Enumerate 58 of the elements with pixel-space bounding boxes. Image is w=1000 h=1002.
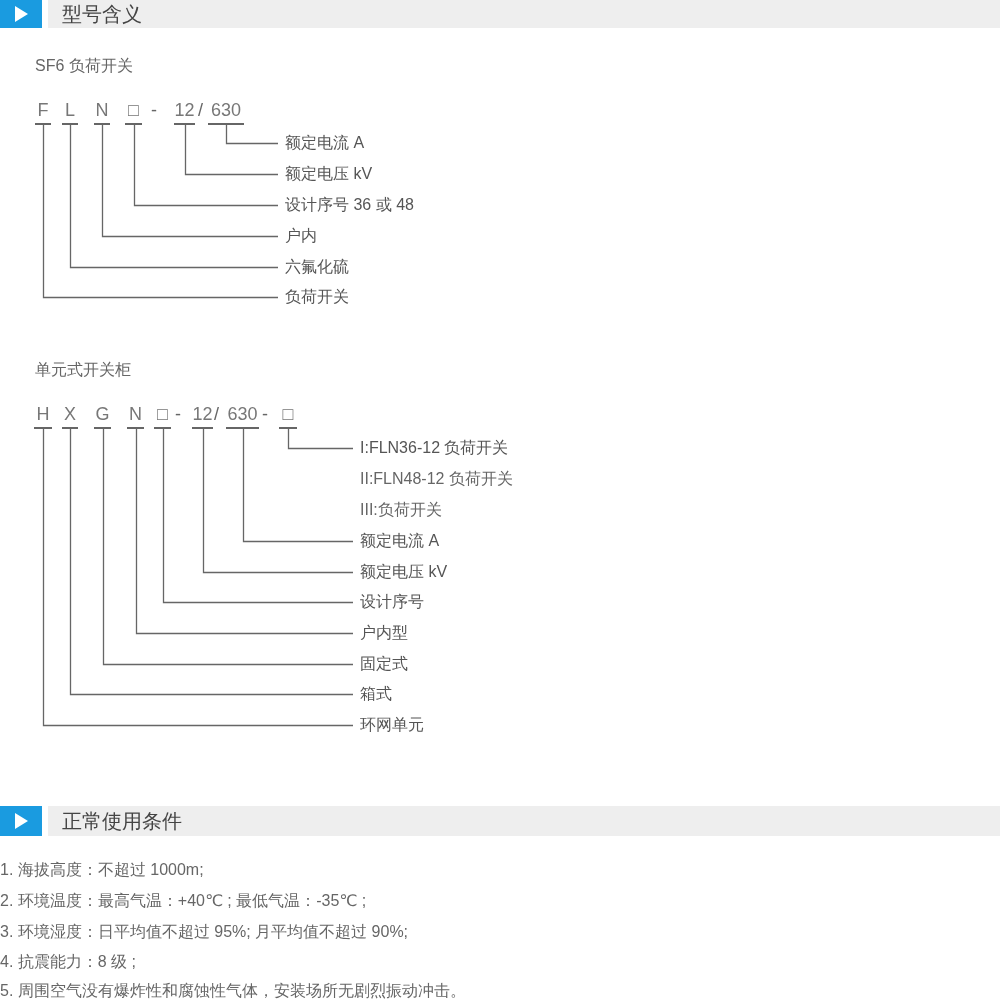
code-meaning-text: 设计序号 (353, 592, 424, 612)
code-character: □ (154, 403, 171, 429)
code-meaning-text: 设计序号 36 或 48 (278, 195, 414, 215)
condition-text: 5. 周围空气没有爆炸性和腐蚀性气体，安装场所无剧烈振动冲击。 (0, 981, 466, 1001)
code-meaning-text: 户内型 (353, 623, 408, 643)
code-character: 12 (174, 99, 195, 125)
code-meaning-text: 额定电流 A (278, 133, 365, 153)
code-character: □ (125, 99, 142, 125)
code-character: L (62, 99, 78, 125)
code-meaning-text: 环网单元 (353, 715, 424, 735)
code-meaning-text: 户内 (278, 226, 317, 246)
code-character: 630 (226, 403, 259, 429)
leader-line (42, 427, 354, 727)
leader-line (287, 427, 354, 450)
condition-text: 3. 环境湿度：日平均值不超过 95%; 月平均值不超过 90%; (0, 922, 409, 942)
leader-line (184, 123, 279, 176)
section-subtitle: SF6 负荷开关 (35, 56, 133, 76)
leader-line (133, 123, 279, 207)
code-character: H (34, 403, 52, 429)
code-separator: / (198, 100, 203, 120)
code-separator: - (175, 404, 181, 424)
code-character: N (127, 403, 144, 429)
section-header-bar: 型号含义 (48, 0, 1000, 28)
leader-line (69, 427, 354, 696)
code-separator: - (262, 404, 268, 424)
code-character: X (62, 403, 78, 429)
code-character: G (94, 403, 111, 429)
leader-line (69, 123, 279, 269)
code-character: N (94, 99, 110, 125)
leader-line (225, 123, 279, 145)
code-character: F (35, 99, 51, 125)
code-character: 12 (192, 403, 213, 429)
leader-line (242, 427, 354, 543)
leader-line (101, 123, 279, 238)
code-meaning-text: I:FLN36-12 负荷开关 (353, 438, 509, 458)
code-meaning-text: 固定式 (353, 654, 408, 674)
leader-line (135, 427, 354, 635)
code-separator: - (151, 100, 157, 120)
section-subtitle: 单元式开关柜 (35, 360, 131, 380)
code-character: □ (279, 403, 297, 429)
condition-text: 1. 海拔高度：不超过 1000m; (0, 860, 204, 880)
leader-line (202, 427, 354, 574)
condition-text: 4. 抗震能力：8 级 ; (0, 952, 137, 972)
section-header-bar: 正常使用条件 (48, 806, 1000, 836)
code-meaning-text: 箱式 (353, 684, 392, 704)
option-text: III:负荷开关 (360, 500, 442, 520)
code-character: 630 (208, 99, 244, 125)
leader-line (102, 427, 354, 666)
code-meaning-text: 额定电压 kV (353, 562, 448, 582)
leader-line (42, 123, 279, 299)
leader-line (162, 427, 354, 604)
code-meaning-text: 额定电压 kV (278, 164, 373, 184)
option-text: II:FLN48-12 负荷开关 (360, 469, 513, 489)
condition-text: 2. 环境温度：最高气温：+40℃ ; 最低气温：-35℃ ; (0, 891, 367, 911)
code-meaning-text: 额定电流 A (353, 531, 440, 551)
code-meaning-text: 负荷开关 (278, 287, 349, 307)
code-separator: / (214, 404, 219, 424)
code-meaning-text: 六氟化硫 (278, 257, 349, 277)
